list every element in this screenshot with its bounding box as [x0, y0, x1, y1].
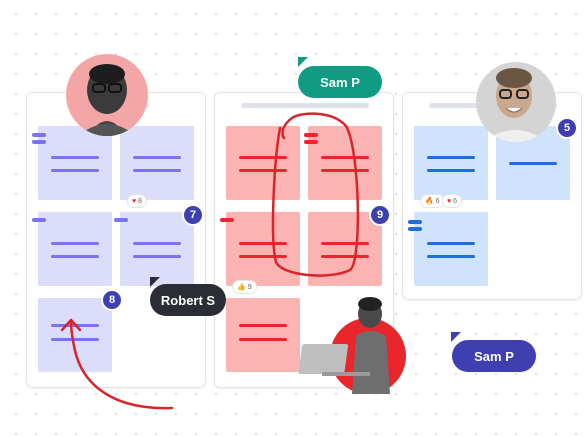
note-tag	[408, 227, 422, 231]
collaborator-cursor-label: Sam P	[298, 66, 382, 98]
thumbs-up-icon: 👍	[237, 284, 246, 291]
note-tag	[114, 218, 128, 222]
heart-icon: ♥	[132, 197, 137, 205]
fire-icon: 🔥	[425, 198, 434, 205]
vote-count-badge[interactable]: 7	[182, 204, 204, 226]
note-tag	[408, 220, 422, 224]
person-avatar-icon	[78, 64, 136, 136]
heart-reaction[interactable]: ♥ 6	[442, 194, 463, 208]
sticky-note[interactable]	[38, 212, 112, 286]
sticky-note[interactable]	[38, 298, 112, 372]
collaborator-avatar[interactable]	[66, 54, 148, 136]
cursor-arrow-icon	[298, 57, 308, 67]
sticky-note[interactable]	[308, 126, 382, 200]
cursor-arrow-icon	[451, 332, 461, 342]
collaborator-avatar[interactable]	[476, 62, 556, 142]
collaborator-cursor-label: Robert S	[150, 284, 226, 316]
reaction-count: 8	[138, 197, 143, 205]
sticky-note[interactable]	[226, 126, 300, 200]
sticky-note[interactable]	[414, 126, 488, 200]
fire-reaction[interactable]: 🔥 6	[420, 194, 445, 208]
note-tag	[220, 218, 234, 222]
note-tag	[304, 133, 318, 137]
collaborator-cursor-label: Sam P	[452, 340, 536, 372]
cursor-arrow-icon	[150, 277, 160, 287]
note-tag	[304, 140, 318, 144]
sticky-note[interactable]	[308, 212, 382, 286]
sticky-note[interactable]	[414, 212, 488, 286]
sticky-note[interactable]	[120, 126, 194, 200]
note-tag	[32, 218, 46, 222]
vote-count-badge[interactable]: 8	[101, 289, 123, 311]
person-avatar-icon	[298, 297, 390, 394]
thumbs-up-reaction[interactable]: 👍 9	[232, 280, 257, 294]
heart-icon: ♥	[447, 197, 452, 205]
collaborator-avatar[interactable]	[298, 297, 406, 394]
note-tag	[32, 133, 46, 137]
sticky-note[interactable]	[38, 126, 112, 200]
vote-count-badge[interactable]: 9	[369, 204, 391, 226]
reaction-count: 9	[247, 283, 252, 291]
sticky-note[interactable]	[226, 212, 300, 286]
person-avatar-icon	[484, 68, 548, 142]
column-handle[interactable]	[241, 103, 369, 108]
vote-count-badge[interactable]: 5	[556, 117, 578, 139]
sticky-note[interactable]	[226, 298, 300, 372]
sticky-note[interactable]	[120, 212, 194, 286]
reaction-count: 6	[435, 197, 440, 205]
note-tag	[32, 140, 46, 144]
reaction-count: 6	[453, 197, 458, 205]
heart-reaction[interactable]: ♥ 8	[127, 194, 148, 208]
